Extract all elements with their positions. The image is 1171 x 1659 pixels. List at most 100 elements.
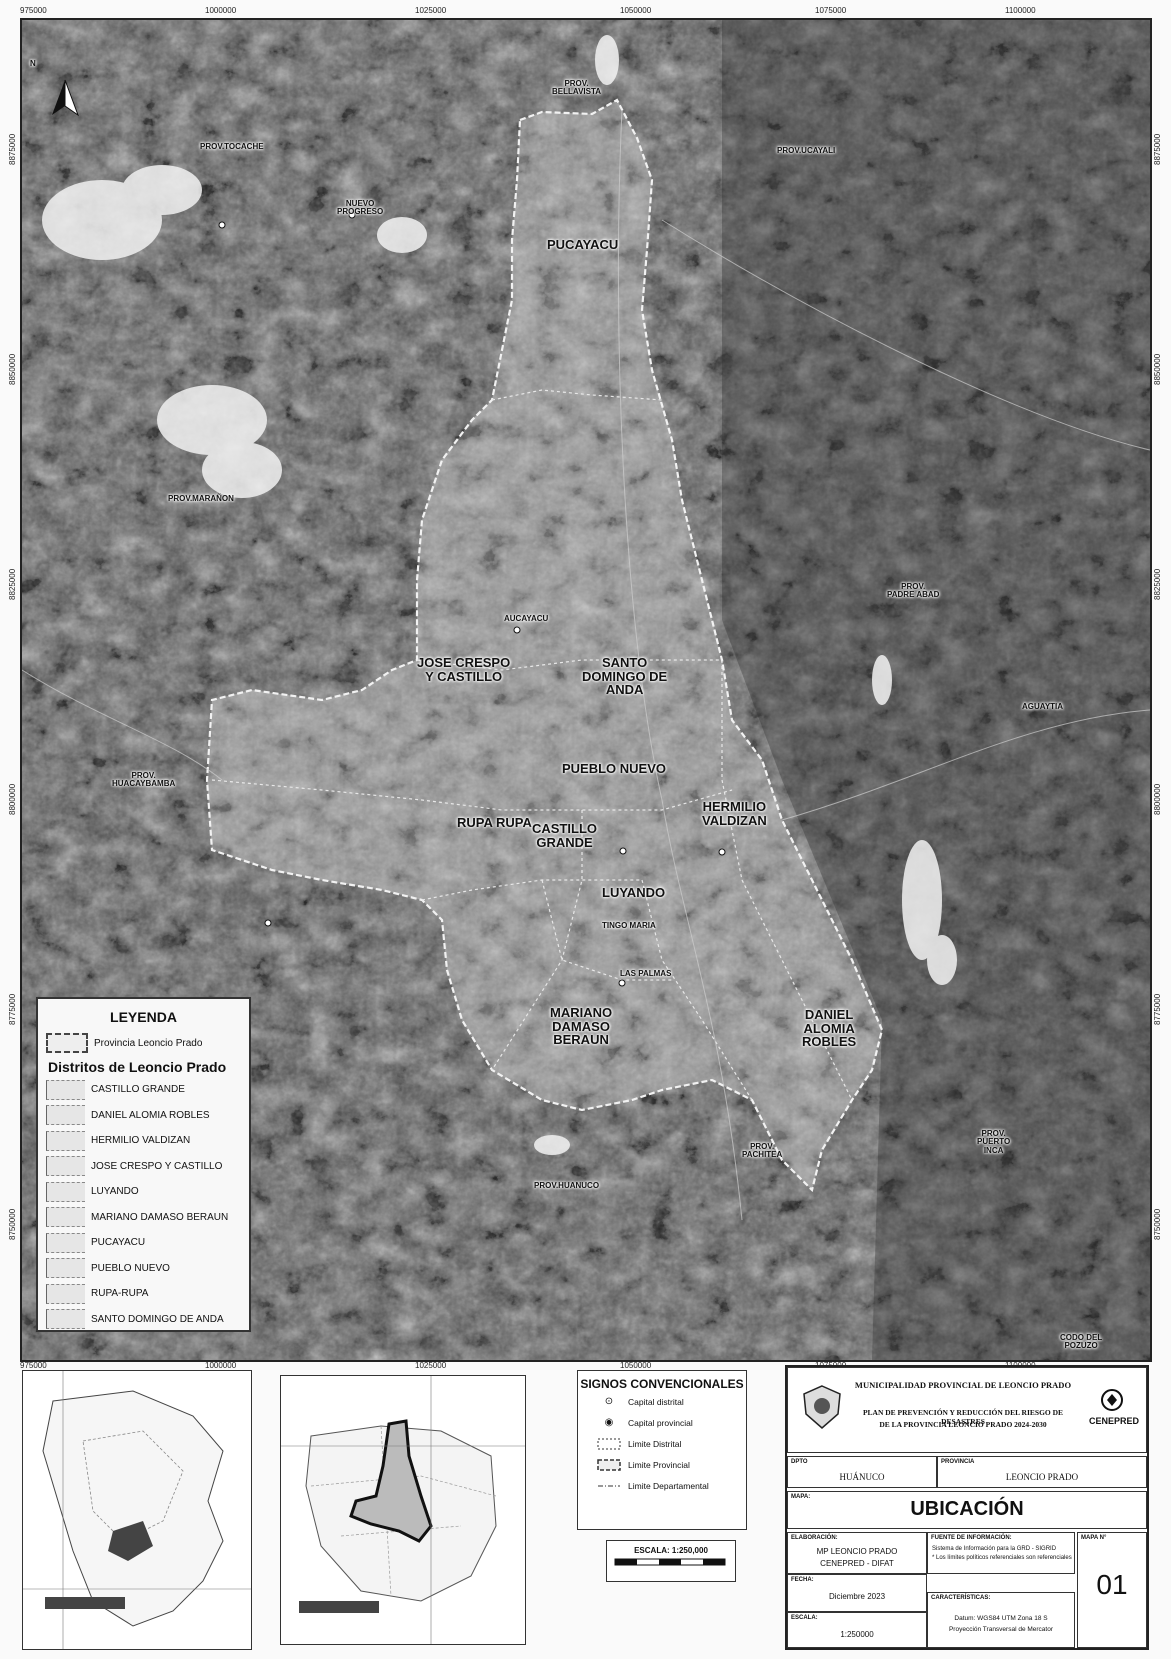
coord-right-3: 8825000 [1153,568,1162,600]
legend-item-label: JOSE CRESPO Y CASTILLO [91,1160,223,1172]
provincia-cell: PROVINCIA LEONCIO PRADO [937,1456,1147,1488]
provincial-limit-icon [596,1458,622,1472]
scale-label: ESCALA: 1:250,000 [634,1546,708,1555]
legend-provincia: Provincia Leoncio Prado [46,1033,249,1053]
signo-row: ◉ Capital provincial [596,1412,746,1433]
legend-distritos-title: Distritos de Leoncio Prado [48,1059,227,1075]
fecha-label: FECHA: [791,1577,814,1583]
legend-item-label: SANTO DOMINGO DE ANDA [91,1313,224,1325]
label-prov-pachitea: PROV. PACHITEA [742,1142,783,1160]
mapa-label: MAPA: [791,1494,811,1500]
elaboracion-cell: ELABORACIÓN: MP LEONCIO PRADO CENEPRED -… [787,1532,927,1574]
north-letter: N [30,59,36,68]
coord-bottom-3: 1025000 [415,1361,447,1370]
coord-left-5: 8775000 [8,993,17,1025]
fecha-value: Diciembre 2023 [828,1592,886,1601]
label-santo-domingo: SANTO DOMINGO DE ANDA [582,655,668,698]
coord-top-6: 1100000 [1005,6,1036,15]
legend-swatch [46,1105,85,1126]
signo-row: Limite Departamental [596,1475,746,1496]
mapa-numero: 01 [1096,1569,1128,1600]
dpto-label: DPTO [791,1459,808,1465]
legend-item: HERMILIO VALDIZAN [46,1128,249,1154]
label-luyando: LUYANDO [602,885,666,900]
cenepred-brand: CENEPRED [1088,1416,1139,1426]
coord-top-3: 1025000 [415,6,447,15]
label-mariano: MARIANO DAMASO BERAUN [550,1005,613,1048]
org-name: MUNICIPALIDAD PROVINCIAL DE LEONCIO PRAD… [854,1380,1072,1390]
signo-label: Capital provincial [628,1417,693,1428]
elaboracion-label: ELABORACIÓN: [791,1535,838,1541]
label-codo-pozuzo: CODO DEL POZUZO [1060,1333,1103,1351]
district-capital-icon: ⊙ [604,1396,614,1407]
coord-left-2: 8850000 [8,353,17,385]
coord-bottom-1: 975000 [20,1361,47,1370]
dpto-cell: DPTO HUÁNUCO [787,1456,937,1488]
legend-item: SANTO DOMINGO DE ANDA [46,1307,249,1333]
caracteristicas-cell: CARACTERÍSTICAS: Datum: WGS84 UTM Zona 1… [927,1592,1075,1648]
legend-item-label: PUCAYACU [91,1237,146,1249]
elaboracion-1: MP LEONCIO PRADO [816,1547,898,1556]
cenepred-logo-icon [1101,1389,1123,1411]
label-tingo-maria: TINGO MARIA [602,921,656,930]
departmental-limit-icon [596,1479,622,1493]
label-prov-padre-abad: PROV. PADRE ABAD [887,582,940,600]
legend-swatch [46,1207,85,1228]
signos-title: SIGNOS CONVENCIONALES [580,1377,744,1391]
legend-swatch [46,1283,85,1304]
mapa-numero-cell: MAPA N° 01 [1077,1532,1147,1648]
label-prov-ucayali: PROV.UCAYALI [777,146,836,155]
coord-bottom-4: 1050000 [620,1361,652,1370]
inset-peru-graphic [23,1371,251,1649]
coord-left-4: 8800000 [8,783,17,815]
legend-swatch [46,1309,85,1330]
mapa-cell: MAPA: UBICACIÓN [787,1491,1147,1529]
coord-right-2: 8850000 [1153,353,1162,385]
caracteristicas-2: Proyección Transversal de Mercator [948,1626,1054,1633]
coord-left-6: 8750000 [8,1208,17,1240]
signo-label: Limite Provincial [628,1459,690,1470]
conventional-signs-box: SIGNOS CONVENCIONALES ⊙Capital distrital… [577,1370,747,1530]
legend-item-label: CASTILLO GRANDE [91,1084,185,1096]
legend-item-label: PUEBLO NUEVO [91,1262,170,1274]
legend-swatch [46,1156,85,1177]
scale-box: ESCALA: 1:250,000 [606,1540,736,1582]
coord-left-1: 8875000 [8,133,17,165]
inset-department-graphic [281,1376,525,1644]
mapa-numero-label: MAPA N° [1081,1535,1107,1541]
fuente-2: * Los límites políticos referenciales so… [932,1555,1072,1561]
caracteristicas-label: CARACTERÍSTICAS: [931,1595,991,1601]
title-header: MUNICIPALIDAD PROVINCIAL DE LEONCIO PRAD… [787,1367,1147,1453]
provincia-value: LEONCIO PRADO [1005,1472,1079,1482]
label-aucayacu: AUCAYACU [504,614,549,623]
coord-top-1: 975000 [20,6,47,15]
provincia-label: PROVINCIA [941,1459,975,1465]
coord-right-4: 8800000 [1153,783,1162,815]
label-prov-bellavista: PROV. BELLAVISTA [552,79,602,97]
label-castillo-grande: CASTILLO GRANDE [532,821,597,850]
scale-bar-graphic [614,1558,726,1566]
label-prov-maranon: PROV.MARAÑON [168,494,234,503]
coord-top-4: 1050000 [620,6,652,15]
legend-item-label: HERMILIO VALDIZAN [91,1135,191,1147]
label-nuevo-progreso: NUEVO PROGRESO [337,199,384,217]
coord-right-1: 8875000 [1153,133,1162,165]
title-block: MUNICIPALIDAD PROVINCIAL DE LEONCIO PRAD… [785,1365,1149,1650]
legend-swatch [46,1079,85,1100]
north-arrow-icon [52,79,80,117]
legend-item: PUCAYACU [46,1230,249,1256]
district-limit-icon [596,1437,622,1451]
coord-bottom-2: 1000000 [205,1361,237,1370]
signo-row: Limite Provincial [596,1454,746,1475]
label-prov-tocache: PROV.TOCACHE [200,142,264,151]
municipal-seal-icon [803,1385,841,1429]
legend-provincia-label: Provincia Leoncio Prado [94,1037,203,1049]
legend-swatch [46,1181,85,1202]
provincial-capital-icon: ◉ [604,1417,614,1428]
main-map[interactable]: N PUCAYACU JOSE CRESPO Y CASTILLO SANTO … [20,18,1152,1362]
label-las-palmas: LAS PALMAS [620,969,672,978]
plan-line-2: DE LA PROVINCIA LEONCIO PRADO 2024-2030 [879,1420,1047,1429]
coord-right-6: 8750000 [1153,1208,1162,1240]
inset-peru-map [22,1370,252,1650]
